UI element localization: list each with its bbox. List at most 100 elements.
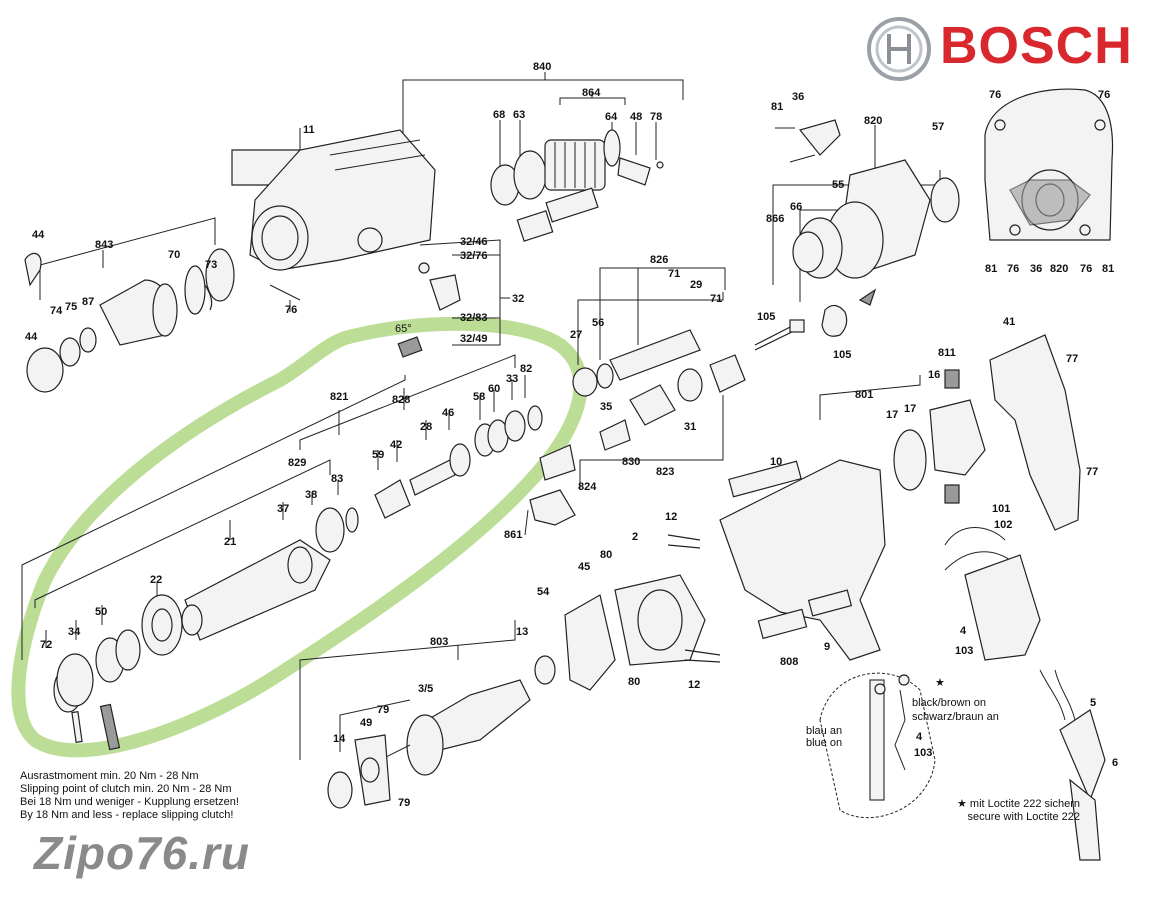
- label-45: 45: [578, 561, 590, 573]
- label-22: 22: [150, 574, 162, 586]
- label-76e: 76: [1080, 263, 1092, 275]
- label-866: 866: [766, 213, 784, 225]
- label-44a: 44: [32, 229, 45, 241]
- label-3-5: 3/5: [418, 683, 433, 695]
- label-808: 808: [780, 656, 798, 668]
- clutch-de: Bei 18 Nm und weniger - Kupplung ersetze…: [20, 796, 239, 808]
- label-11: 11: [303, 124, 315, 136]
- label-63: 63: [513, 109, 525, 121]
- label-56: 56: [592, 317, 604, 329]
- label-41: 41: [1003, 316, 1015, 328]
- label-12a: 12: [665, 511, 677, 523]
- label-79a: 79: [377, 704, 389, 716]
- label-27: 27: [570, 329, 582, 341]
- label-28: 28: [420, 421, 432, 433]
- label-71a: 71: [668, 268, 680, 280]
- label-101: 101: [992, 503, 1010, 515]
- label-829: 829: [288, 457, 306, 469]
- label-58: 58: [473, 391, 485, 403]
- label-10: 10: [770, 456, 782, 468]
- label-44b: 44: [25, 331, 38, 343]
- assembly-843: [24, 217, 235, 393]
- label-105b: 105: [833, 349, 851, 361]
- label-49: 49: [360, 717, 372, 729]
- label-34: 34: [68, 626, 81, 638]
- label-87: 87: [82, 296, 94, 308]
- label-828: 828: [392, 394, 410, 406]
- bosch-armature-logo-icon: [867, 17, 931, 81]
- label-823: 823: [656, 466, 674, 478]
- label-71b: 71: [710, 293, 722, 305]
- label-4a: 4: [960, 625, 967, 637]
- label-35: 35: [600, 401, 612, 413]
- label-36a: 36: [792, 91, 804, 103]
- label-824: 824: [578, 481, 597, 493]
- loctite-en: secure with Loctite 222: [967, 811, 1080, 823]
- label-21: 21: [224, 536, 236, 548]
- label-14: 14: [333, 733, 346, 745]
- power-cord: [1039, 669, 1106, 861]
- torque-de: Ausrastmoment min. 20 Nm - 28 Nm: [20, 770, 199, 782]
- label-46: 46: [442, 407, 454, 419]
- wiring-black-de: schwarz/braun an: [912, 711, 999, 723]
- callout-labels: 840 864 68 63 64 48 78 11 44 843 70 73 7…: [25, 61, 1118, 809]
- label-83: 83: [331, 473, 343, 485]
- label-32-83: 32/83: [460, 312, 488, 324]
- motor-assembly: [299, 334, 1081, 809]
- label-17a: 17: [886, 409, 898, 421]
- label-74: 74: [50, 305, 63, 317]
- wiring-blue-de: blau an: [806, 725, 842, 737]
- label-76c: 76: [1098, 89, 1110, 101]
- label-73: 73: [205, 259, 217, 271]
- wiring-num-103: 103: [914, 747, 932, 759]
- label-17b: 17: [904, 403, 916, 415]
- label-843: 843: [95, 239, 113, 251]
- housing-11: [231, 128, 436, 312]
- label-102: 102: [994, 519, 1012, 531]
- label-801: 801: [855, 389, 873, 401]
- wiring-num-4: 4: [916, 731, 923, 743]
- label-81c: 81: [1102, 263, 1114, 275]
- label-82: 82: [520, 363, 532, 375]
- loctite-note: ★ mit Loctite 222 sichern secure with Lo…: [930, 798, 1080, 824]
- label-861: 861: [504, 529, 522, 541]
- label-78: 78: [650, 111, 662, 123]
- label-32: 32: [512, 293, 524, 305]
- label-81b: 81: [985, 263, 997, 275]
- label-37: 37: [277, 503, 289, 515]
- label-32-46: 32/46: [460, 236, 488, 248]
- clutch-note: Ausrastmoment min. 20 Nm - 28 Nm Slippin…: [20, 770, 320, 822]
- label-81a: 81: [771, 101, 783, 113]
- label-75: 75: [65, 301, 77, 313]
- label-13: 13: [516, 626, 528, 638]
- label-66: 66: [790, 201, 802, 213]
- label-42: 42: [390, 439, 402, 451]
- assembly-820: [754, 119, 960, 351]
- wiring-black-en: black/brown on: [912, 697, 986, 709]
- label-826: 826: [650, 254, 668, 266]
- label-70: 70: [168, 249, 180, 261]
- label-821: 821: [330, 391, 348, 403]
- assembly-826-823: [524, 267, 746, 536]
- label-16: 16: [928, 369, 940, 381]
- label-5: 5: [1090, 697, 1096, 709]
- loctite-de: ★ mit Loctite 222 sichern: [957, 798, 1080, 810]
- label-77a: 77: [1066, 353, 1078, 365]
- label-50: 50: [95, 606, 107, 618]
- label-38: 38: [305, 489, 317, 501]
- wiring-blue-en: blue on: [806, 737, 842, 749]
- label-820b: 820: [1050, 263, 1068, 275]
- label-105a: 105: [757, 311, 775, 323]
- angle-label: 65°: [395, 323, 412, 335]
- label-80a: 80: [600, 549, 612, 561]
- label-12b: 12: [688, 679, 700, 691]
- label-60: 60: [488, 383, 500, 395]
- label-31: 31: [684, 421, 696, 433]
- label-59: 59: [372, 449, 384, 461]
- label-864: 864: [582, 87, 601, 99]
- assembly-840: [402, 72, 684, 242]
- clutch-assembly-821: [21, 354, 543, 751]
- label-803: 803: [430, 636, 448, 648]
- label-9: 9: [824, 641, 830, 653]
